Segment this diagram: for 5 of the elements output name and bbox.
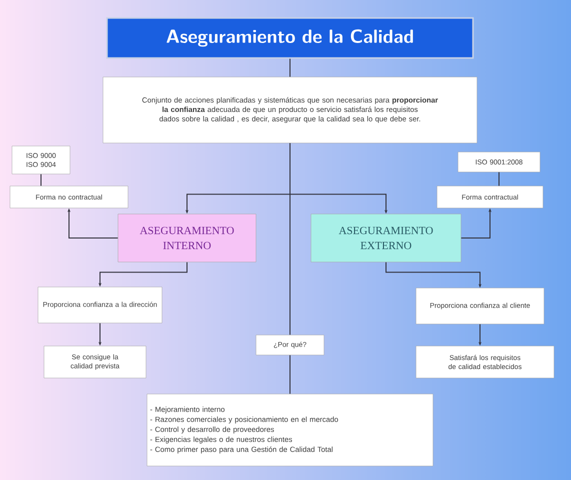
title-banner: Aseguramiento de la Calidad — [106, 17, 474, 59]
connector — [498, 172, 500, 186]
category-box: ASEGURAMIENTO EXTERNO — [310, 214, 462, 262]
category-box: ASEGURAMIENTO INTERNO — [118, 214, 256, 262]
connector — [40, 174, 42, 186]
